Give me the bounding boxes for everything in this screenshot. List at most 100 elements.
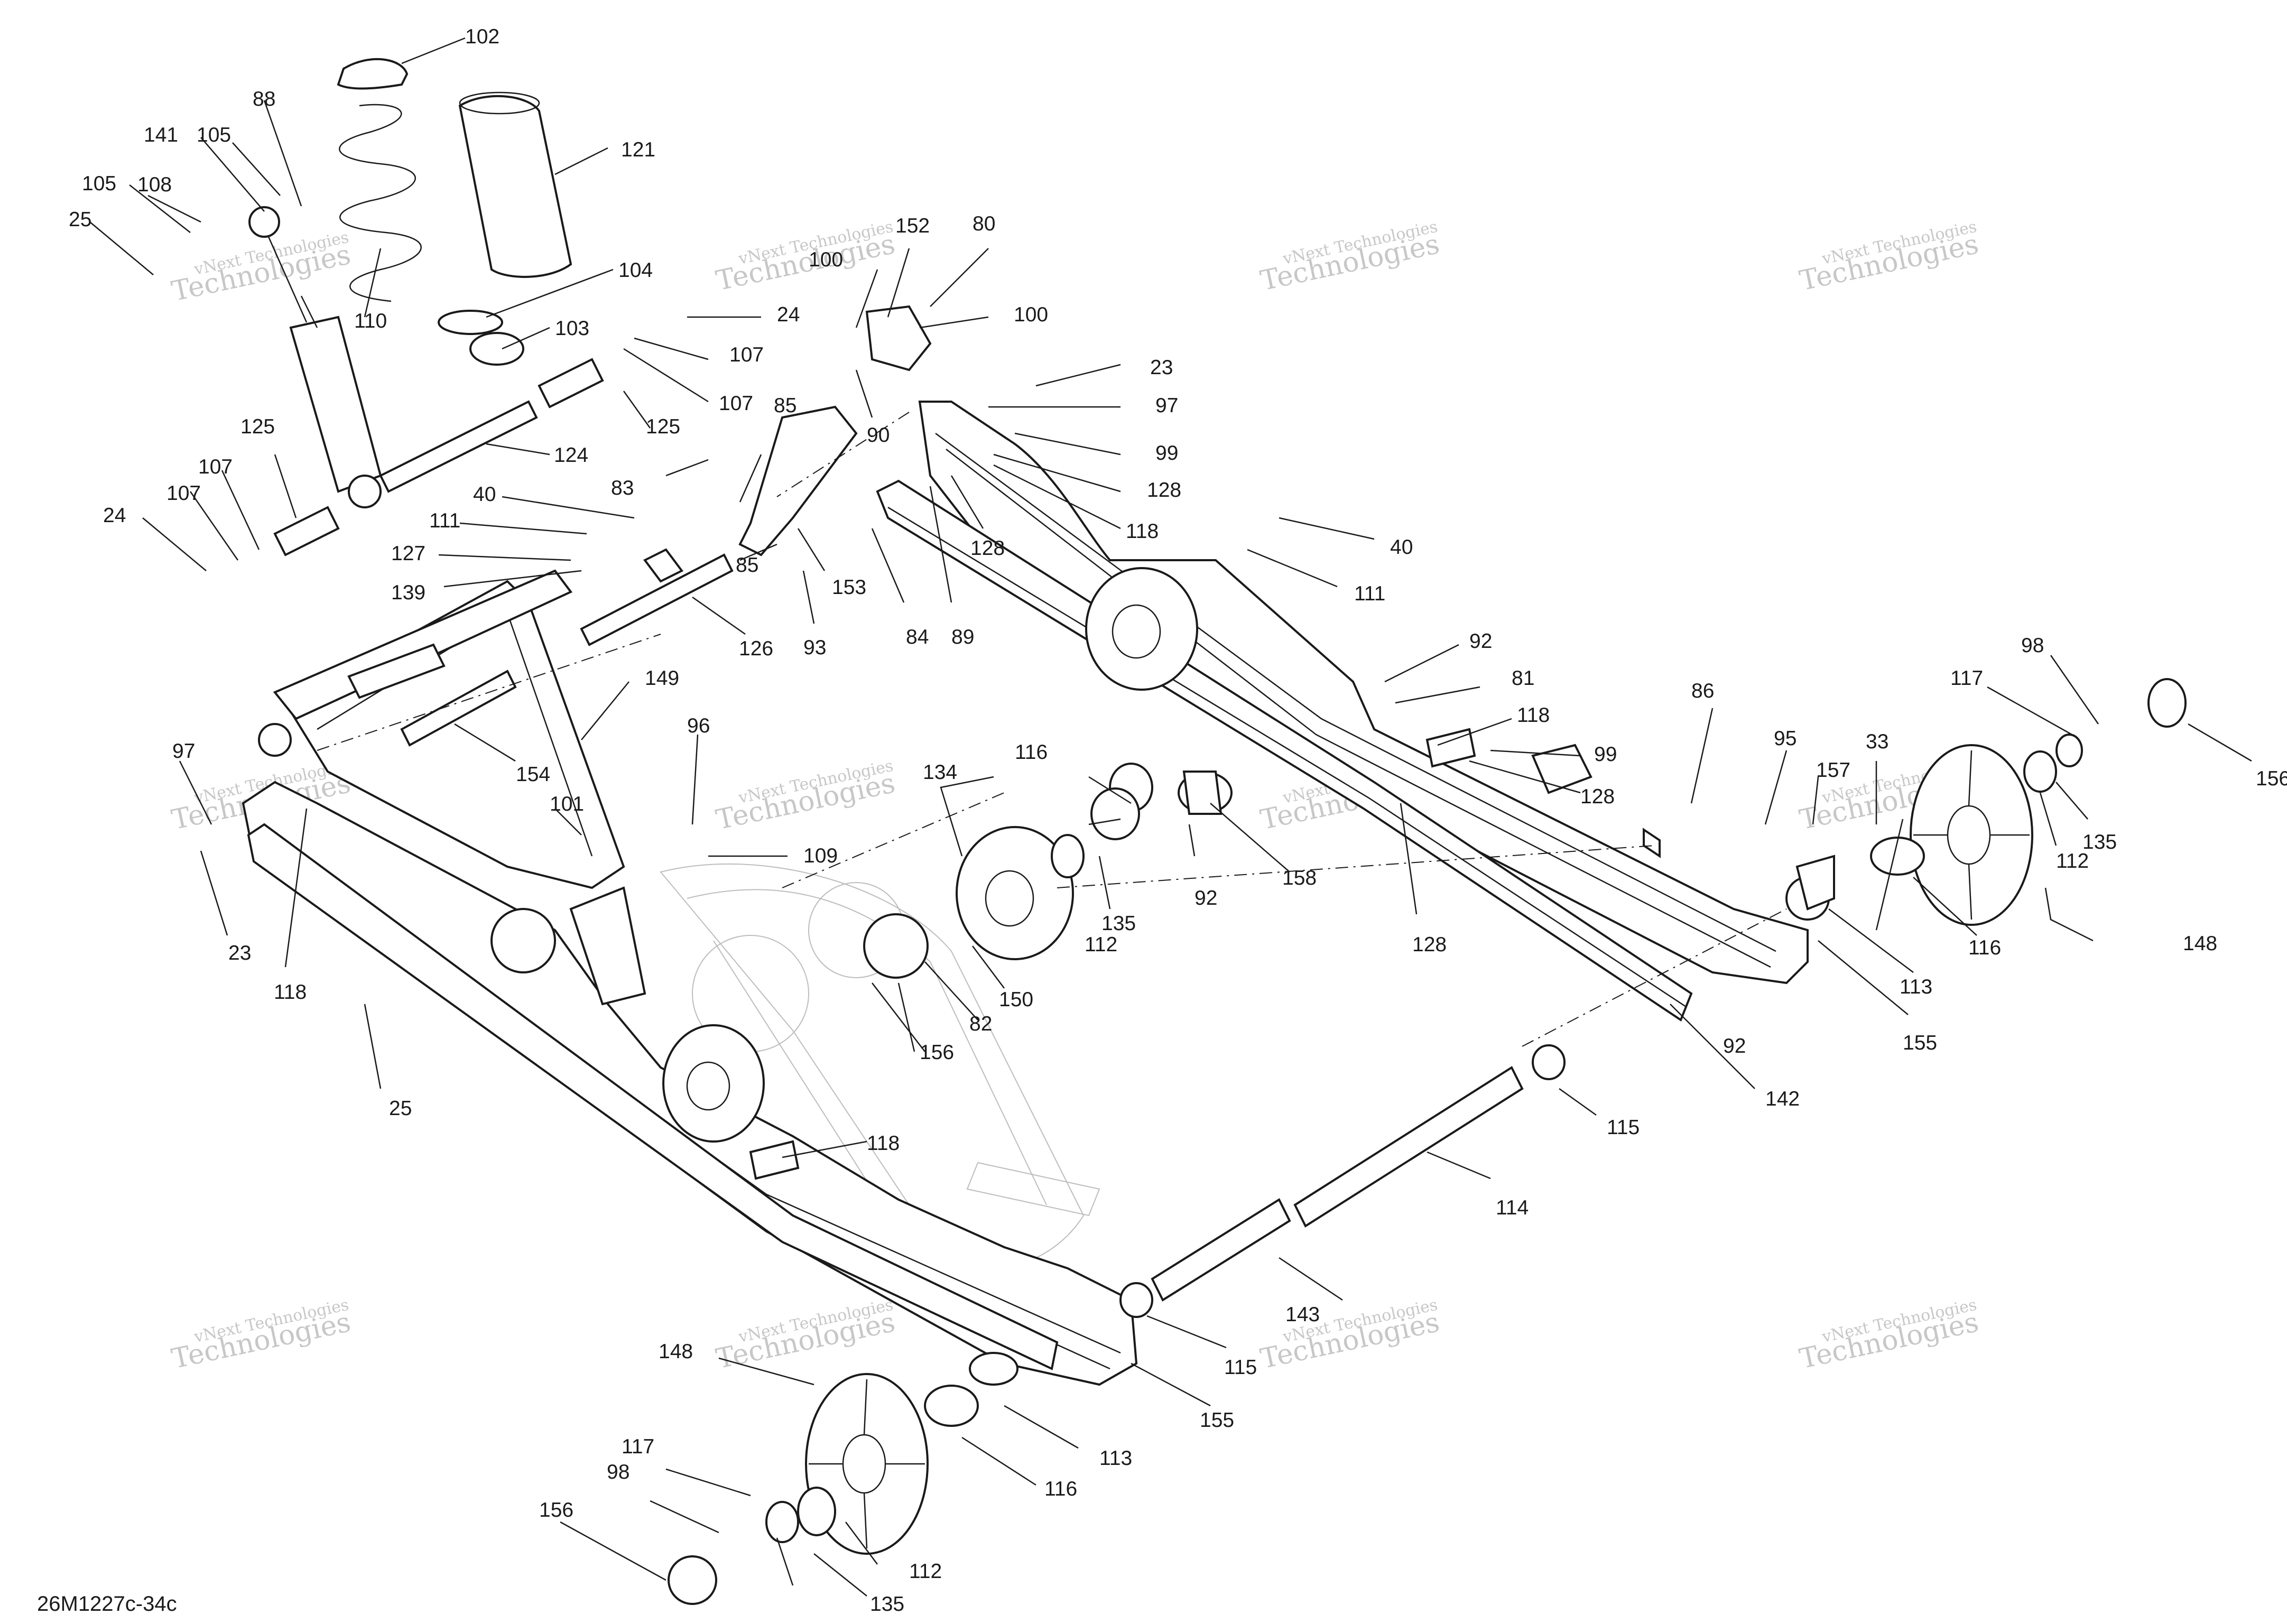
callout-25: 25 <box>389 1097 412 1120</box>
callout-156: 156 <box>920 1041 954 1064</box>
callout-107: 107 <box>719 392 753 415</box>
callout-143: 143 <box>1285 1303 1320 1326</box>
callout-89: 89 <box>951 626 974 648</box>
bracket-153 <box>738 405 858 556</box>
callout-95: 95 <box>1774 727 1797 750</box>
callout-148: 148 <box>2183 932 2217 955</box>
callout-109: 109 <box>803 845 838 867</box>
shock-absorber <box>248 206 382 508</box>
callout-93: 93 <box>803 636 826 659</box>
callout-135: 135 <box>2082 831 2117 853</box>
callout-155: 155 <box>1200 1409 1234 1432</box>
shaft-143 <box>1151 1198 1291 1302</box>
callout-33: 33 <box>1866 730 1888 753</box>
callout-142: 142 <box>1765 1088 1800 1110</box>
callout-107: 107 <box>198 456 233 478</box>
left-slider <box>247 823 1059 1370</box>
callout-128: 128 <box>1147 479 1181 502</box>
callout-92: 92 <box>1723 1035 1746 1057</box>
spring-stopper <box>438 310 524 366</box>
callout-116: 116 <box>1968 936 2001 959</box>
callout-leaders <box>89 37 2252 1597</box>
callout-103: 103 <box>555 317 589 340</box>
callout-99: 99 <box>1155 442 1178 465</box>
right-rail <box>918 401 1809 985</box>
callout-113: 113 <box>1099 1447 1132 1470</box>
callout-135: 135 <box>870 1593 904 1616</box>
callout-25: 25 <box>69 208 91 231</box>
callout-85: 85 <box>774 394 797 417</box>
shaft-124 <box>379 400 538 493</box>
callout-156: 156 <box>539 1499 573 1521</box>
callout-24: 24 <box>103 504 126 527</box>
callout-155: 155 <box>1903 1032 1937 1054</box>
callout-128: 128 <box>1412 933 1447 956</box>
callout-113: 113 <box>1900 976 1932 998</box>
callout-107: 107 <box>166 482 201 505</box>
callout-23: 23 <box>228 942 251 964</box>
callout-100: 100 <box>809 248 843 271</box>
callout-127: 127 <box>391 542 425 565</box>
callout-121: 121 <box>621 138 655 161</box>
callout-86: 86 <box>1691 680 1714 702</box>
callout-80: 80 <box>973 212 995 235</box>
callout-40: 40 <box>473 483 496 506</box>
callout-125: 125 <box>240 415 275 438</box>
callout-124: 124 <box>554 444 588 467</box>
callout-96: 96 <box>687 714 710 737</box>
callout-141: 141 <box>144 124 178 146</box>
callout-118: 118 <box>1517 704 1550 727</box>
callout-101: 101 <box>550 793 584 815</box>
callout-118: 118 <box>867 1132 900 1155</box>
callout-88: 88 <box>253 88 275 110</box>
callout-118: 118 <box>1126 520 1159 543</box>
rear-wheel-left <box>805 1373 929 1555</box>
callout-157: 157 <box>1816 759 1850 782</box>
callout-100: 100 <box>1014 303 1048 326</box>
callout-40: 40 <box>1390 536 1413 559</box>
callout-98: 98 <box>607 1461 629 1483</box>
callout-84: 84 <box>906 626 929 648</box>
callout-110: 110 <box>354 310 387 332</box>
callout-115: 115 <box>1607 1116 1640 1139</box>
shaft-154 <box>400 670 517 747</box>
upper-crossshaft <box>273 569 573 720</box>
coil-spring <box>339 104 422 302</box>
callout-98: 98 <box>2021 634 2044 657</box>
callout-128: 128 <box>970 537 1005 560</box>
callout-111: 111 <box>1354 582 1385 605</box>
callout-112: 112 <box>1085 933 1117 956</box>
callout-148: 148 <box>659 1340 693 1363</box>
callout-152: 152 <box>895 215 930 237</box>
callout-158: 158 <box>1282 867 1317 889</box>
callout-112: 112 <box>2056 850 2089 873</box>
callout-105: 105 <box>82 172 116 195</box>
callout-153: 153 <box>832 576 866 599</box>
callout-150: 150 <box>999 988 1033 1011</box>
callout-97: 97 <box>172 740 195 763</box>
bushing-125 <box>273 358 604 556</box>
callout-139: 139 <box>391 581 425 604</box>
callout-156: 156 <box>2256 767 2287 790</box>
callout-90: 90 <box>867 424 890 447</box>
callout-104: 104 <box>618 259 653 282</box>
callout-83: 83 <box>611 477 634 499</box>
center-lines <box>317 412 1787 1047</box>
callout-105: 105 <box>197 124 231 146</box>
callout-82: 82 <box>969 1013 992 1035</box>
callout-108: 108 <box>137 173 172 196</box>
callout-126: 126 <box>739 637 773 660</box>
callout-135: 135 <box>1101 912 1136 935</box>
callout-92: 92 <box>1195 887 1217 910</box>
callout-112: 112 <box>909 1560 942 1583</box>
callout-128: 128 <box>1580 785 1615 808</box>
callout-116: 116 <box>1044 1478 1077 1500</box>
hardware-parts <box>643 548 2187 1605</box>
callout-24: 24 <box>777 303 800 326</box>
callout-23: 23 <box>1150 356 1173 379</box>
callout-107: 107 <box>729 344 764 366</box>
idler-wheel-center <box>956 826 1074 960</box>
callout-117: 117 <box>1950 667 1983 690</box>
idler-wheel-right-upper <box>1085 567 1198 691</box>
